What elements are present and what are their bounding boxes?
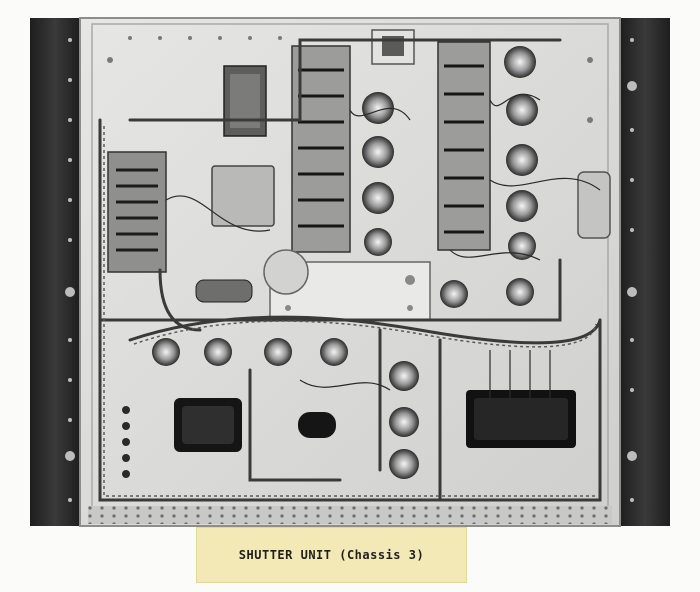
terminal-board-icon xyxy=(107,151,167,273)
caption-label: SHUTTER UNIT (Chassis 3) xyxy=(196,527,467,583)
tube-socket-icon xyxy=(152,46,538,479)
transformer-icon xyxy=(211,29,611,239)
rack-rails xyxy=(30,18,670,526)
caption-text: SHUTTER UNIT (Chassis 3) xyxy=(238,548,425,562)
cable-harness xyxy=(98,38,602,502)
connector-blocks xyxy=(174,390,576,452)
component-boards xyxy=(291,41,491,253)
perforated-flange xyxy=(88,506,612,524)
